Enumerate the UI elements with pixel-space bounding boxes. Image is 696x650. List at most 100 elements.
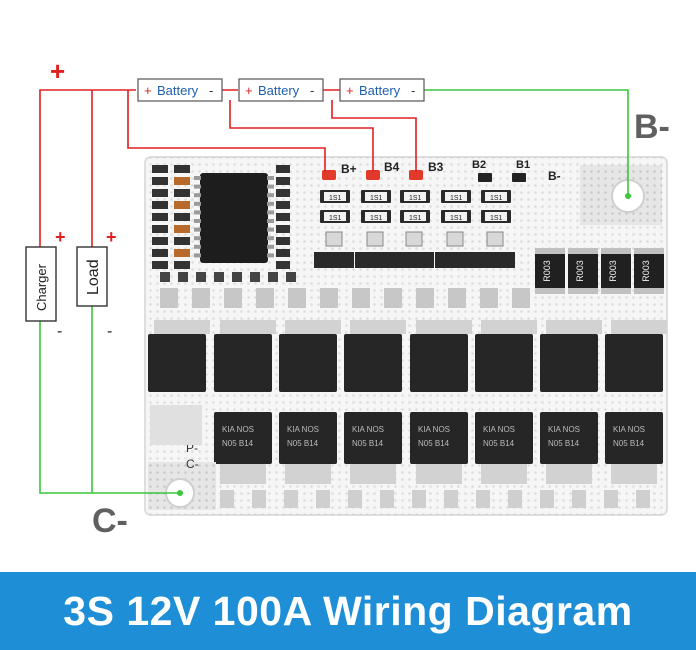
diode-label: 1S1 [409, 215, 422, 222]
solder-pad [220, 490, 234, 508]
smd-part [286, 272, 296, 282]
smd-part [276, 225, 290, 233]
mosfet-tab [285, 320, 341, 334]
ic-pin [194, 184, 201, 189]
ic-pin [194, 227, 201, 232]
transistor [475, 252, 515, 268]
mosfet-tab [611, 320, 667, 334]
ic-pin [194, 210, 201, 215]
ic-pin [267, 176, 274, 180]
smd-part [174, 177, 190, 185]
mosfet-upper [605, 334, 663, 392]
solder-pad [252, 490, 266, 508]
solder-pad [480, 288, 498, 308]
smd-part [152, 213, 168, 221]
smd-part [174, 201, 190, 209]
smd-part [276, 213, 290, 221]
c-minus-terminal-label: C- [92, 502, 128, 540]
smd-part [276, 237, 290, 245]
mosfet-upper [279, 334, 337, 392]
mosfet-marking: N05 B14 [418, 439, 450, 448]
smd-part [276, 165, 290, 173]
smd-part [276, 189, 290, 197]
solder-pad [316, 490, 330, 508]
mosfet-lower [344, 412, 402, 464]
mosfet-tab [481, 464, 527, 484]
transistor [355, 252, 395, 268]
battery-1-minus: - [209, 83, 213, 98]
led [366, 231, 384, 247]
diode-marking [324, 212, 346, 221]
mosfet-marking: KIA NOS [352, 425, 384, 434]
diode-marking [445, 192, 467, 201]
title-banner: 3S 12V 100A Wiring Diagram [0, 572, 696, 650]
resistor-cap [634, 248, 664, 254]
smd-part [196, 272, 206, 282]
mosfet-marking: N05 B14 [613, 439, 645, 448]
main-positive-sign: + [50, 56, 65, 86]
solder-pad [224, 288, 242, 308]
ic-pin [194, 193, 201, 198]
diode-marking [404, 192, 426, 201]
ic-pin [194, 244, 201, 249]
solder-pad [256, 288, 274, 308]
solder-pad [448, 288, 466, 308]
battery-3-plus: + [346, 83, 354, 98]
pad-label-c-minus-board: C- [186, 457, 199, 471]
diode-label: 1S1 [329, 215, 342, 222]
diode-label: 1S1 [450, 215, 463, 222]
resistor-cap [601, 288, 631, 294]
battery-1-plus: + [144, 83, 152, 98]
diagram-title: 3S 12V 100A Wiring Diagram [63, 588, 633, 634]
mosfet-lower [279, 412, 337, 464]
solder-pad [192, 288, 210, 308]
smd-part [152, 249, 168, 257]
ic-pin [194, 176, 201, 180]
battery-3: + Battery - [339, 78, 425, 102]
solder-pad [636, 490, 650, 508]
diode-label: 1S1 [370, 195, 383, 202]
smd-part [160, 272, 170, 282]
diode-marking [365, 192, 387, 201]
mosfet-marking: KIA NOS [483, 425, 515, 434]
smd-part [276, 177, 290, 185]
smd-part [174, 165, 190, 173]
diode-label: 1S1 [370, 215, 383, 222]
ic-pin [267, 210, 274, 215]
mosfet-upper [148, 334, 206, 392]
solder-pad [412, 490, 426, 508]
diode-marking [324, 192, 346, 201]
solder-pad [380, 490, 394, 508]
led [446, 231, 464, 247]
battery-3-minus: - [411, 83, 415, 98]
resistor-label: R003 [542, 260, 552, 282]
resistor-label: R003 [575, 260, 585, 282]
charger-device: Charger + - [25, 227, 66, 340]
ic-pins [194, 176, 274, 258]
smd-part [276, 261, 290, 269]
mosfet-tab [481, 320, 537, 334]
shunt-resistor [634, 248, 664, 294]
mosfet-upper [410, 334, 468, 392]
mosfet-lower [410, 412, 468, 464]
passive-components [152, 165, 296, 282]
controller-ic [200, 173, 268, 263]
mosfet-lower [214, 412, 272, 464]
solder-pad [284, 490, 298, 508]
led [325, 231, 343, 247]
mosfet-tab [350, 320, 406, 334]
solder-pad [444, 490, 458, 508]
ic-pin [267, 227, 274, 232]
transistor [435, 252, 475, 268]
smd-part [174, 213, 190, 221]
resistor-cap [634, 288, 664, 294]
pad-label-b1: B1 [516, 159, 530, 171]
solder-pad [540, 490, 554, 508]
mosfet-tab [285, 464, 331, 484]
diode-label: 1S1 [490, 195, 503, 202]
led [486, 231, 504, 247]
load-device: Load + - [76, 227, 117, 340]
diode-marking [445, 212, 467, 221]
